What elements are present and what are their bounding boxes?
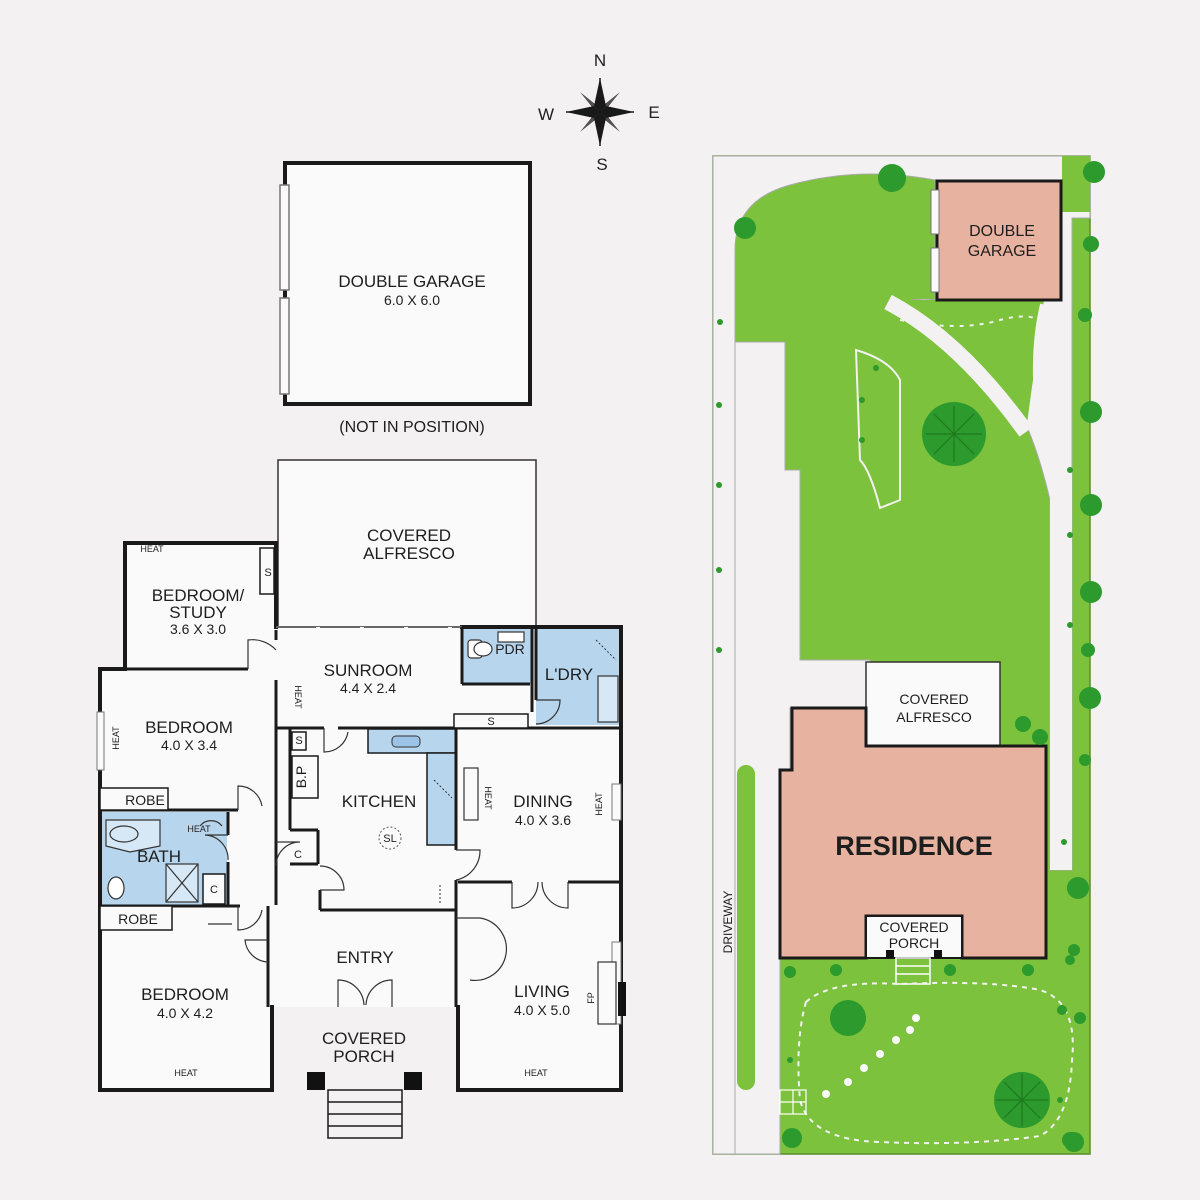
porch-label-2: PORCH [333, 1047, 394, 1066]
laundry-label: L'DRY [545, 665, 593, 684]
bedroom-study-label-2: STUDY [169, 603, 227, 622]
heat-mark-living: HEAT [524, 1068, 548, 1078]
site-plan: DOUBLE GARAGE COVERED ALFRESCO RESIDENCE… [712, 155, 1105, 1155]
bedroom1-label: BEDROOM [145, 718, 233, 737]
site-garage-label-1: DOUBLE [969, 223, 1035, 240]
compass-south: S [596, 155, 607, 174]
garage-label: DOUBLE GARAGE [338, 272, 485, 291]
pdr-label: PDR [495, 641, 525, 657]
tree-icon [878, 164, 906, 192]
bp-label: B.P [293, 766, 309, 789]
site-garage-label-2: GARAGE [968, 243, 1036, 260]
heat-mark-dining: HEAT [594, 792, 604, 816]
garage-note: (NOT IN POSITION) [339, 419, 484, 436]
porch-label-1: COVERED [322, 1029, 406, 1048]
sunroom-label: SUNROOM [324, 661, 413, 680]
floor-plan: HEAT HEAT HEAT HEAT HEAT HEAT HEAT HEAT … [96, 459, 626, 1139]
feature-tree-back [922, 402, 986, 466]
robe1-label: ROBE [125, 792, 165, 808]
site-alfresco-label-2: ALFRESCO [896, 709, 972, 725]
heat-mark-kitchen: HEAT [483, 786, 493, 810]
kitchen-bench-side [426, 752, 457, 846]
heat-mark-bath: HEAT [187, 824, 211, 834]
compass-east: E [648, 103, 659, 122]
s-mark-study: S [264, 567, 271, 579]
garage-dims: 6.0 X 6.0 [384, 292, 440, 308]
alfresco-label-2: ALFRESCO [363, 544, 455, 563]
sunroom-dims: 4.4 X 2.4 [340, 680, 396, 696]
bedroom-study-dims: 3.6 X 3.0 [170, 621, 226, 637]
site-alfresco [865, 661, 1001, 747]
bedroom1-dims: 4.0 X 3.4 [161, 737, 217, 753]
living-label: LIVING [514, 982, 570, 1001]
dining-label: DINING [513, 792, 573, 811]
site-garage [935, 179, 1063, 302]
alfresco-area [277, 459, 537, 628]
garage-plan: DOUBLE GARAGE 6.0 X 6.0 (NOT IN POSITION… [279, 161, 532, 436]
sl-mark: SL [383, 833, 396, 845]
alfresco-label-1: COVERED [367, 526, 451, 545]
entry-label: ENTRY [336, 948, 393, 967]
site-porch-label-1: COVERED [879, 919, 948, 935]
s-mark-sunroom: S [487, 716, 494, 728]
robe2-label: ROBE [118, 911, 158, 927]
living-dims: 4.0 X 5.0 [514, 1002, 570, 1018]
heat-mark-sunroom: HEAT [293, 685, 303, 709]
compass-north: N [594, 51, 606, 70]
site-residence-label: RESIDENCE [835, 831, 993, 861]
site-porch-label-2: PORCH [889, 935, 940, 951]
heat-mark-study: HEAT [140, 544, 164, 554]
tree-group [734, 161, 1105, 1152]
bedroom2-label: BEDROOM [141, 985, 229, 1004]
driveway-label: DRIVEWAY [721, 891, 735, 954]
bedroom2-dims: 4.0 X 4.2 [157, 1005, 213, 1021]
dining-dims: 4.0 X 3.6 [515, 812, 571, 828]
bedroom-study-label-1: BEDROOM/ [152, 586, 245, 605]
s-mark-kitchen: S [295, 735, 302, 747]
kitchen-label: KITCHEN [342, 792, 417, 811]
fp-mark: FP [586, 992, 596, 1004]
heat-mark-bedroom2: HEAT [174, 1068, 198, 1078]
heat-mark-bedroom1: HEAT [111, 726, 121, 750]
site-alfresco-label-1: COVERED [899, 691, 968, 707]
bath-label: BATH [137, 847, 181, 866]
feature-tree-front [994, 1072, 1050, 1128]
c-mark-bath: C [210, 884, 218, 896]
compass-west: W [538, 105, 554, 124]
compass-rose: N S E W [538, 51, 660, 174]
c-mark-kitchen: C [294, 849, 302, 861]
